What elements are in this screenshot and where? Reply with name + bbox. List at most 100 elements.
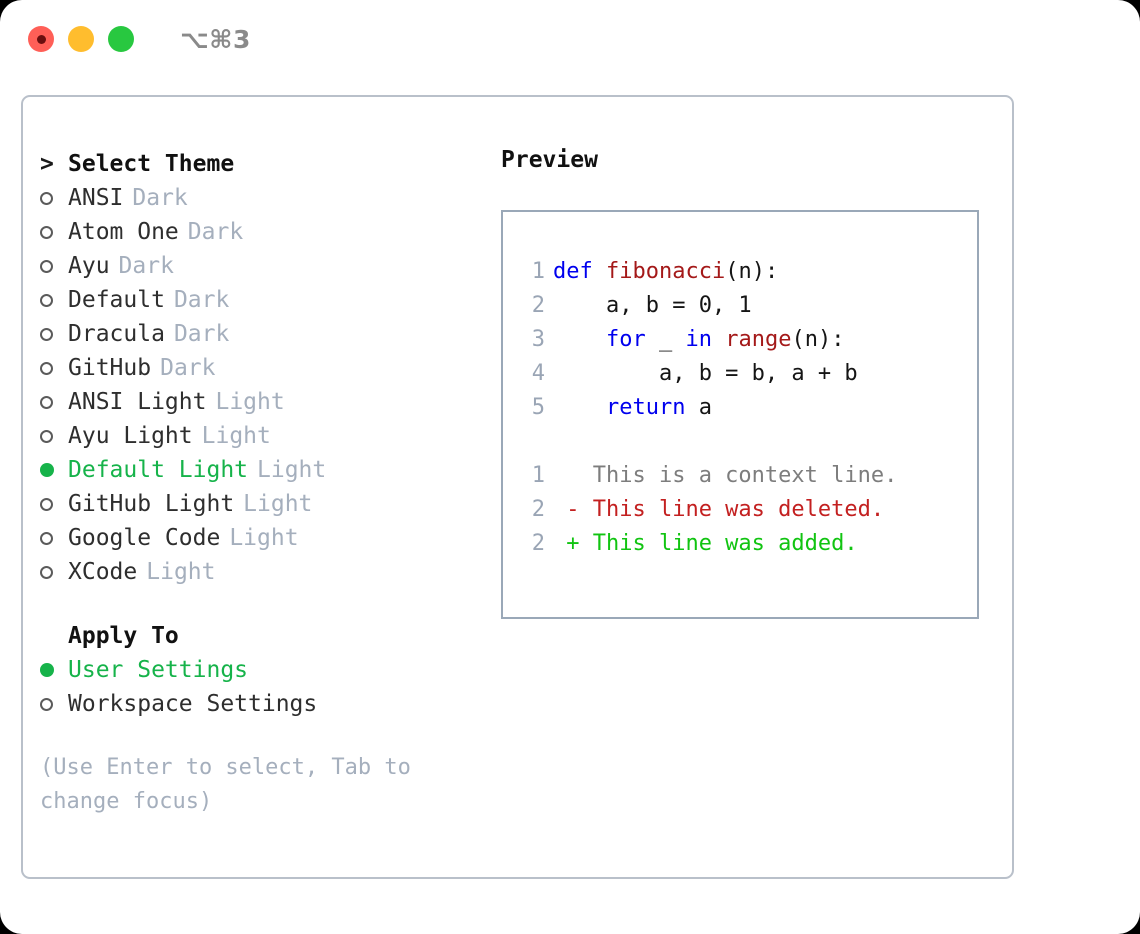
diff-line-number: 2 [531, 531, 545, 556]
theme-option-kind: Light [215, 389, 285, 415]
code-diff-spacer [519, 425, 977, 459]
code-token: a, b = b, a + b [553, 361, 858, 386]
theme-option-kind: Dark [160, 355, 216, 381]
diff-line-number: 1 [531, 463, 545, 488]
code-token: def [553, 259, 606, 284]
theme-option-google-code[interactable]: Google Code Light [40, 521, 491, 555]
radio-unselected-icon [40, 395, 68, 409]
diff-line-text: + This line was added. [553, 531, 858, 556]
select-theme-heading-label: Select Theme [68, 151, 235, 177]
theme-option-name: Google Code [68, 525, 221, 551]
radio-unselected-icon [40, 361, 68, 375]
radio-dot [40, 531, 53, 545]
theme-option-kind: Light [201, 423, 271, 449]
radio-dot [40, 259, 53, 273]
code-token: (n): [791, 327, 845, 352]
code-line-number: 1 [531, 259, 545, 284]
diff-line: 1 This is a context line. [519, 459, 977, 493]
theme-option-name: GitHub Light [68, 491, 235, 517]
theme-option-xcode[interactable]: XCode Light [40, 555, 491, 589]
theme-option-kind: Light [229, 525, 299, 551]
theme-option-dracula[interactable]: Dracula Dark [40, 317, 491, 351]
keyboard-shortcut-label: ⌥⌘3 [180, 24, 251, 54]
maximize-window-button[interactable] [108, 26, 134, 52]
radio-dot [40, 429, 53, 443]
code-line: 3 for _ in range(n): [519, 323, 977, 357]
radio-unselected-icon [40, 327, 68, 341]
theme-option-name: Atom One [68, 219, 179, 245]
code-line-number: 5 [531, 395, 545, 420]
keyboard-hint-text: (Use Enter to select, Tab to change focu… [40, 755, 411, 814]
code-line-number: 2 [531, 293, 545, 318]
code-token: range [725, 327, 792, 352]
traffic-light-group [28, 26, 134, 52]
select-theme-heading: > Select Theme [40, 147, 491, 181]
radio-selected-icon [40, 463, 68, 477]
theme-option-ansi-light[interactable]: ANSI Light Light [40, 385, 491, 419]
radio-selected-icon [40, 663, 68, 677]
code-token [712, 327, 725, 352]
theme-option-name: Dracula [68, 321, 165, 347]
theme-option-kind: Light [146, 559, 216, 585]
code-line-text: a, b = b, a + b [553, 357, 858, 391]
radio-dot [40, 463, 54, 477]
radio-dot [40, 697, 53, 711]
theme-option-default-light[interactable]: Default Light Light [40, 453, 491, 487]
apply-to-option-label: User Settings [68, 657, 249, 683]
diff-line: 2 + This line was added. [519, 527, 977, 561]
theme-option-name: Default Light [68, 457, 249, 483]
diff-line-number: 2 [531, 497, 545, 522]
theme-option-atom-one[interactable]: Atom One Dark [40, 215, 491, 249]
theme-option-name: ANSI Light [68, 389, 207, 415]
theme-option-name: XCode [68, 559, 138, 585]
radio-dot [40, 191, 53, 205]
apply-to-option-user-settings[interactable]: User Settings [40, 653, 491, 687]
apply-to-heading: Apply To [40, 619, 491, 653]
theme-option-kind: Dark [187, 219, 244, 245]
radio-dot [40, 565, 53, 579]
code-line-text: return a [553, 391, 712, 425]
theme-option-kind: Dark [173, 287, 230, 313]
radio-dot [40, 395, 53, 409]
code-line-text: for _ in range(n): [553, 323, 844, 357]
section-spacer [40, 589, 491, 619]
radio-unselected-icon [40, 259, 68, 273]
caret-icon: > [40, 151, 54, 177]
minimize-window-button[interactable] [68, 26, 94, 52]
radio-unselected-icon [40, 429, 68, 443]
theme-option-kind: Dark [173, 321, 230, 347]
theme-option-name: Ayu Light [68, 423, 193, 449]
code-line: 5 return a [519, 391, 977, 425]
radio-unselected-icon [40, 191, 68, 205]
radio-dot [40, 293, 53, 307]
theme-option-kind: Dark [132, 185, 188, 211]
radio-dot [40, 497, 53, 511]
apply-to-option-workspace-settings[interactable]: Workspace Settings [40, 687, 491, 721]
theme-option-kind: Light [257, 457, 327, 483]
apply-to-option-label: Workspace Settings [68, 691, 318, 717]
code-token [553, 395, 606, 420]
code-token: a, b = 0, 1 [553, 293, 752, 318]
code-line-number: 4 [531, 361, 545, 386]
code-token: for [605, 327, 646, 352]
theme-option-ayu-light[interactable]: Ayu Light Light [40, 419, 491, 453]
radio-dot [40, 361, 53, 375]
radio-unselected-icon [40, 697, 68, 711]
code-token: _ [645, 327, 686, 352]
code-line-text: a, b = 0, 1 [553, 289, 752, 323]
code-token: a [685, 395, 712, 420]
diff-line-text: - This line was deleted. [553, 497, 885, 522]
radio-unselected-icon [40, 497, 68, 511]
code-token [553, 327, 606, 352]
close-window-button[interactable] [28, 26, 54, 52]
